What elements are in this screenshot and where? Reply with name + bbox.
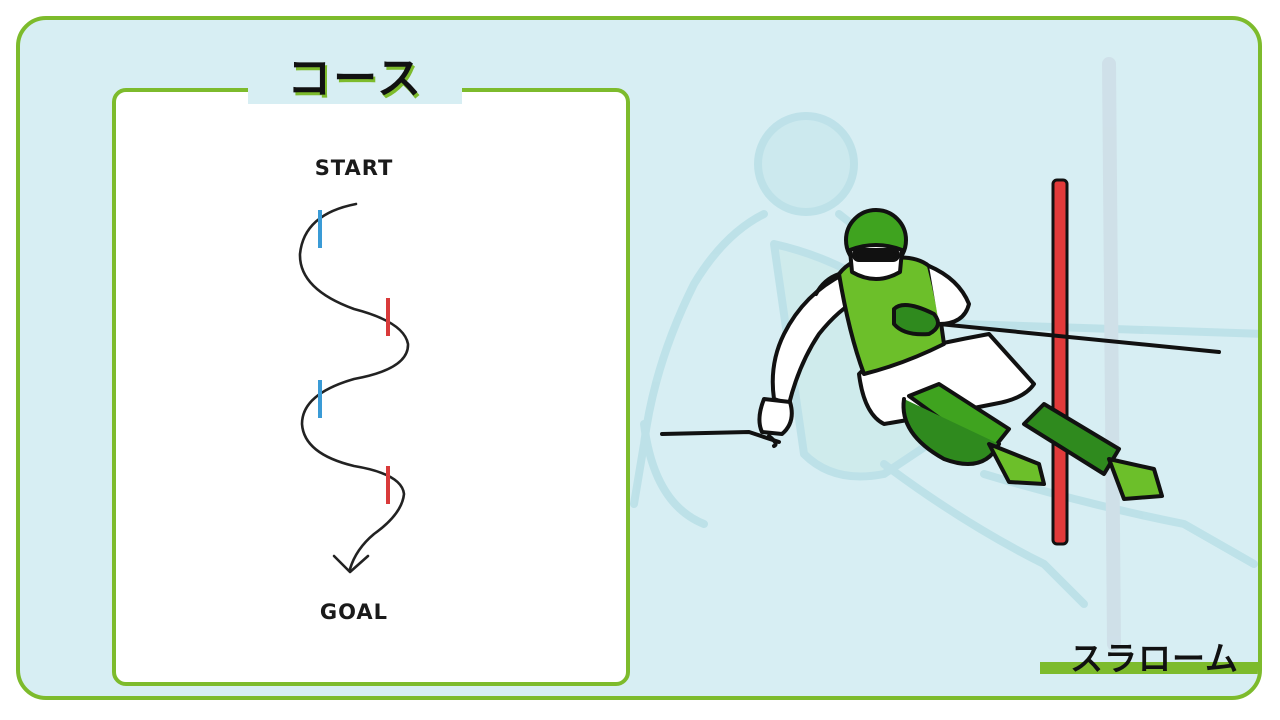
slalom-title: スラローム (1070, 639, 1240, 678)
start-label: START (314, 156, 394, 180)
course-arrow (298, 202, 410, 571)
goal-label: GOAL (319, 600, 389, 624)
foreground-skier (660, 208, 1221, 501)
slalom-underline (1040, 662, 1258, 674)
skier-illustration (630, 57, 1258, 651)
course-diagram (298, 202, 410, 574)
course-title-wrap: コース (248, 44, 462, 104)
course-panel (112, 88, 630, 686)
course-title: コース (287, 53, 423, 104)
slalom-gate-pole (1051, 178, 1069, 546)
course-arrowhead (332, 554, 370, 574)
main-frame: コース START GOAL スラローム (16, 16, 1262, 700)
